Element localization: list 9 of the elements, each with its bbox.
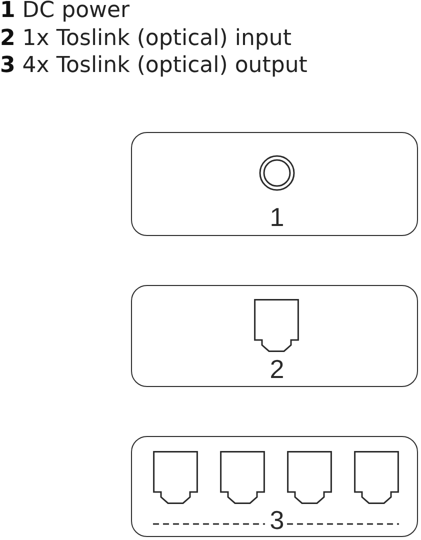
- connector-panel: [131, 132, 418, 236]
- connector-panel: [131, 436, 418, 537]
- port-number: 1: [270, 204, 284, 230]
- port-number: 2: [270, 356, 284, 382]
- connector-panel: [131, 285, 418, 387]
- key-entry: 3 4x Toslink (optical) output: [0, 55, 308, 76]
- port-number: 3: [270, 507, 284, 533]
- key-entry: 1 DC power: [0, 0, 130, 21]
- key-entry: 2 1x Toslink (optical) input: [0, 28, 292, 48]
